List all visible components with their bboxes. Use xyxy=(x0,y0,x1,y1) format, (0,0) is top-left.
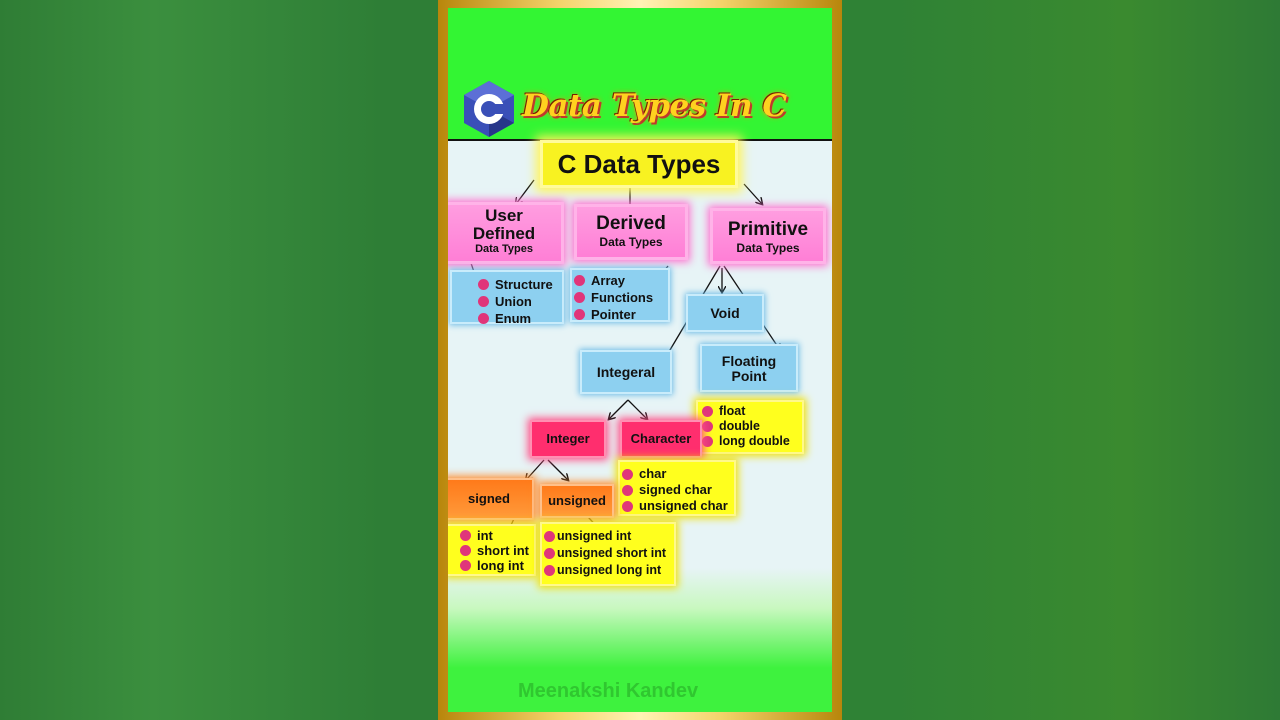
arrow-root-primitive xyxy=(743,183,762,204)
arrow-integer-signed xyxy=(526,459,545,480)
bullet-icon xyxy=(460,560,471,571)
character-node: Character xyxy=(620,420,702,458)
list-item: signed char xyxy=(622,482,734,498)
user-defined-list: Structure Union Enum xyxy=(450,270,564,327)
list-item: Functions xyxy=(574,289,668,306)
void-node: Void xyxy=(686,294,764,332)
signed-node: signed xyxy=(448,478,534,520)
bullet-icon xyxy=(702,406,713,417)
unsigned-node: unsigned xyxy=(540,484,614,518)
list-item: Structure xyxy=(478,276,562,293)
arrow-integer-unsigned xyxy=(547,459,568,480)
floating-point-node: Floating Point xyxy=(700,344,798,392)
primitive-node: Primitive Data Types xyxy=(710,208,826,264)
root-node-label: C Data Types xyxy=(557,149,721,179)
derived-list: Array Functions Pointer xyxy=(570,268,670,322)
character-list: char signed char unsigned char xyxy=(618,460,736,516)
root-node: C Data Types xyxy=(540,140,738,188)
list-item: char xyxy=(622,466,734,482)
page-title: Data Types In C xyxy=(522,88,787,124)
list-item: double xyxy=(702,419,802,434)
list-item: Enum xyxy=(478,310,562,327)
c-language-logo-icon xyxy=(464,81,514,137)
floating-point-list: float double long double xyxy=(696,400,804,454)
bullet-icon xyxy=(702,436,713,447)
list-item: Array xyxy=(574,272,668,289)
primitive-title: Primitive xyxy=(727,219,809,240)
bullet-icon xyxy=(460,530,471,541)
diagram-panel: Data Types In C C Data Types U xyxy=(448,8,832,712)
list-item: Union xyxy=(478,293,562,310)
signed-list: int short int long int xyxy=(448,524,536,576)
bullet-icon xyxy=(622,484,633,496)
list-item: float xyxy=(702,404,802,419)
bullet-icon xyxy=(544,565,555,576)
list-item: unsigned long int xyxy=(544,562,674,579)
bullet-icon xyxy=(574,275,585,286)
integral-node: Integeral xyxy=(580,350,672,394)
list-item: long double xyxy=(702,434,802,449)
arrow-integral-character xyxy=(627,399,647,419)
bullet-icon xyxy=(702,421,713,432)
bullet-icon xyxy=(460,545,471,556)
list-item: Pointer xyxy=(574,306,668,323)
list-item: unsigned char xyxy=(622,498,734,514)
watermark: Meenakshi Kandev xyxy=(518,680,699,702)
list-item: unsigned short int xyxy=(544,545,674,562)
list-item: long int xyxy=(460,558,534,573)
bullet-icon xyxy=(622,500,633,512)
user-defined-node: User Defined Data Types xyxy=(448,202,564,264)
integer-node: Integer xyxy=(530,420,606,458)
user-defined-title: User Defined xyxy=(472,206,536,243)
list-item: short int xyxy=(460,543,534,558)
user-defined-subtitle: Data Types xyxy=(475,243,533,255)
primitive-subtitle: Data Types xyxy=(736,241,800,255)
arrow-root-user-defined xyxy=(516,179,535,204)
bullet-icon xyxy=(574,292,585,303)
unsigned-list: unsigned int unsigned short int unsigned… xyxy=(540,522,676,586)
derived-subtitle: Data Types xyxy=(599,235,663,249)
bullet-icon xyxy=(478,279,489,290)
bullet-icon xyxy=(478,296,489,307)
derived-node: Derived Data Types xyxy=(574,204,688,260)
bullet-icon xyxy=(544,531,555,542)
list-item: int xyxy=(460,528,534,543)
bullet-icon xyxy=(478,313,489,324)
derived-title: Derived xyxy=(596,213,666,234)
list-item: unsigned int xyxy=(544,528,674,545)
arrow-integral-integer xyxy=(609,399,629,419)
bullet-icon xyxy=(574,309,585,320)
bullet-icon xyxy=(622,468,633,480)
bullet-icon xyxy=(544,548,555,559)
